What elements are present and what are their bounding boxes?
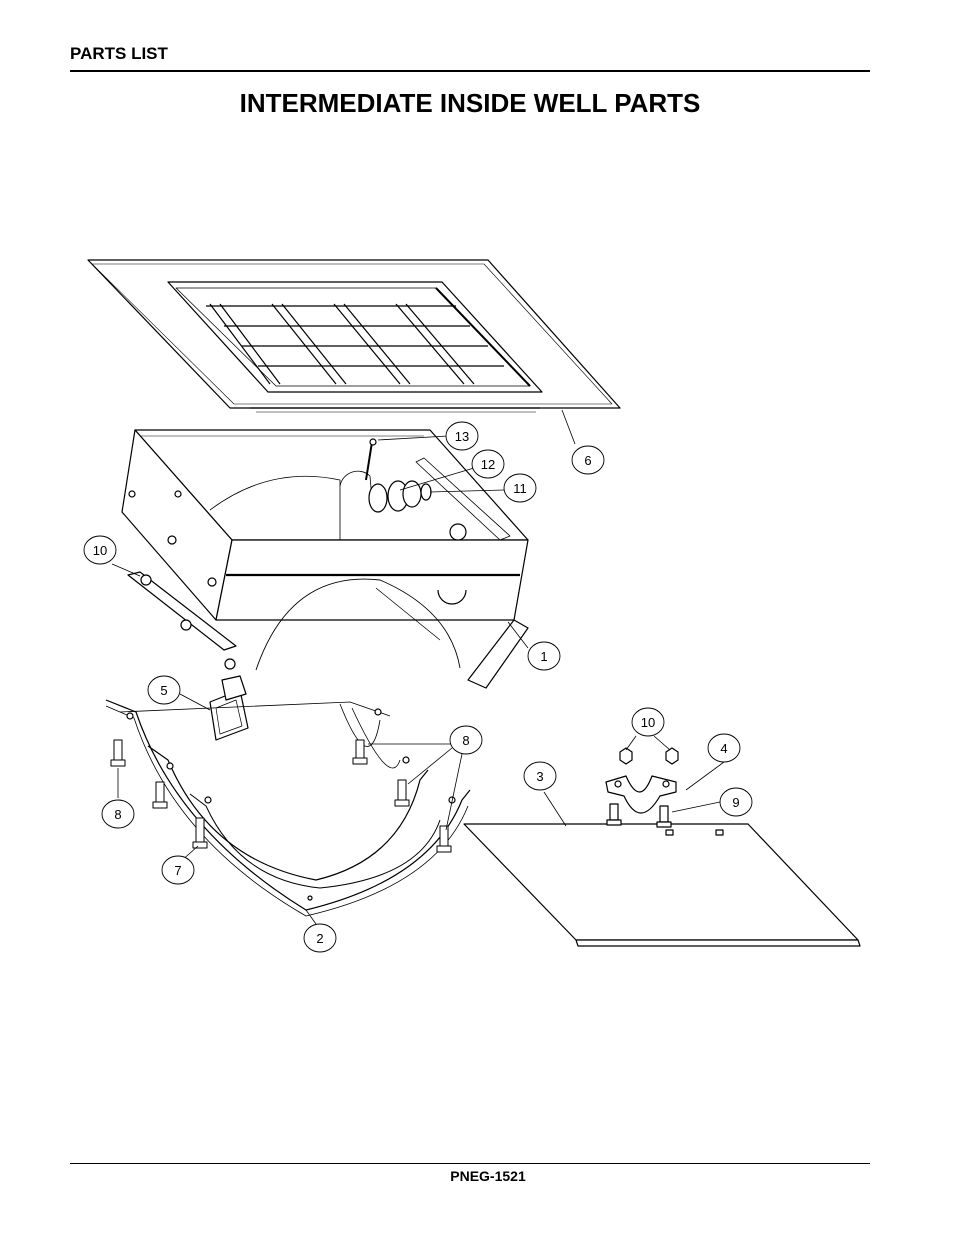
footer-rule <box>70 1163 870 1164</box>
part-5-square-tube <box>209 675 249 741</box>
part-6-grate-lid <box>87 259 621 413</box>
parts-11-12-13-hardware <box>365 438 432 513</box>
callout-1: 1 <box>540 649 547 664</box>
callout-6: 6 <box>584 453 591 468</box>
callout-3: 3 <box>536 769 543 784</box>
callout-balloons <box>83 421 753 953</box>
callout-12: 12 <box>481 457 495 472</box>
header-rule <box>70 70 870 72</box>
doc-number: PNEG-1521 <box>450 1168 526 1184</box>
section-label: PARTS LIST <box>70 44 168 63</box>
bolts-7-8 <box>110 739 452 853</box>
page-title: INTERMEDIATE INSIDE WELL PARTS <box>239 88 701 118</box>
part-4-clamp-assembly <box>605 747 679 828</box>
callout-2: 2 <box>316 931 323 946</box>
part-3-flat-plate <box>463 823 861 947</box>
callout-5: 5 <box>160 683 167 698</box>
part-1-well-housing <box>121 429 529 689</box>
callout-4: 4 <box>720 741 727 756</box>
callout-13: 13 <box>455 429 469 444</box>
callout-numbers: 6 13 12 11 10 1 5 8 8 7 2 3 10 4 9 <box>93 429 740 946</box>
callout-9: 9 <box>732 795 739 810</box>
callout-10-right: 10 <box>641 715 655 730</box>
callout-10-left: 10 <box>93 543 107 558</box>
callout-11: 11 <box>513 481 527 496</box>
callout-8-left: 8 <box>114 807 121 822</box>
callout-7: 7 <box>174 863 181 878</box>
callout-8-right: 8 <box>462 733 469 748</box>
leader-lines <box>111 409 725 925</box>
